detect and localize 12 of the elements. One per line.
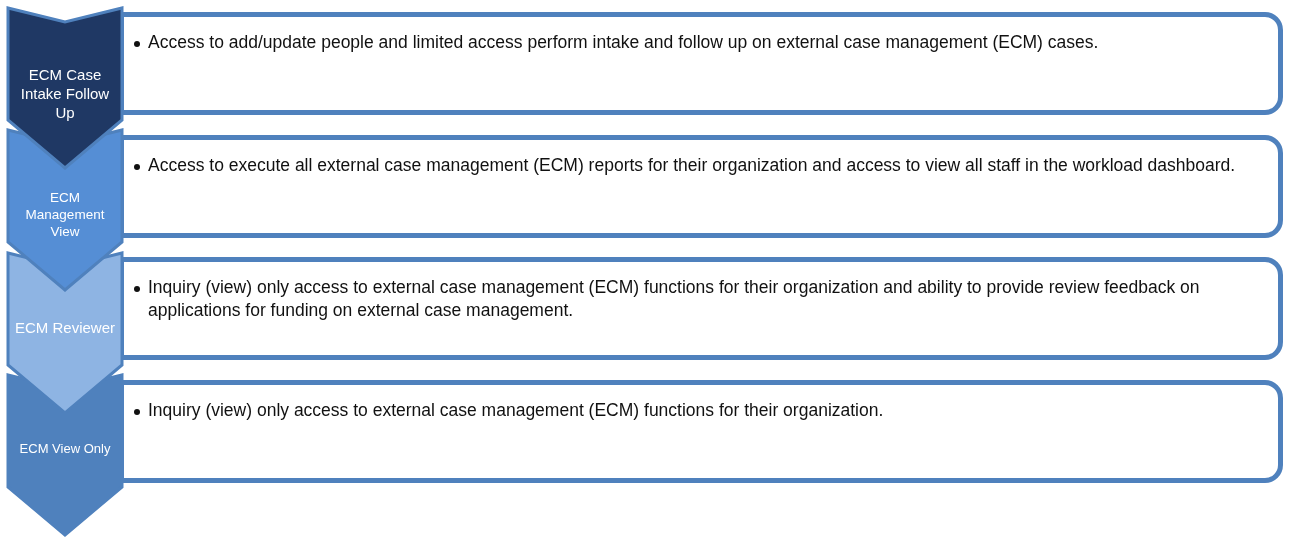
description-text: Inquiry (view) only access to external case management (ECM) functions for their organization and ability to provide review feedback on applications for funding on external case management. <box>148 276 1201 322</box>
chevron-label: ECM Case Intake Follow Up <box>19 66 111 123</box>
chevron-label: ECM Management View <box>24 190 106 241</box>
description-panel <box>121 12 1283 115</box>
description-panel <box>121 135 1283 238</box>
chevron-label: ECM View Only <box>18 441 112 458</box>
description-panel <box>121 380 1283 483</box>
description-text: Inquiry (view) only access to external case management (ECM) functions for their organization. <box>148 399 885 422</box>
chevron-label: ECM Reviewer <box>14 319 116 338</box>
description-panel <box>121 257 1283 360</box>
description-text: Access to execute all external case management (ECM) reports for their organization and access to view all staff in the workload dashboard. <box>148 154 1237 177</box>
description-text: Access to add/update people and limited access perform intake and follow up on external case management (ECM) cases. <box>148 31 1100 54</box>
